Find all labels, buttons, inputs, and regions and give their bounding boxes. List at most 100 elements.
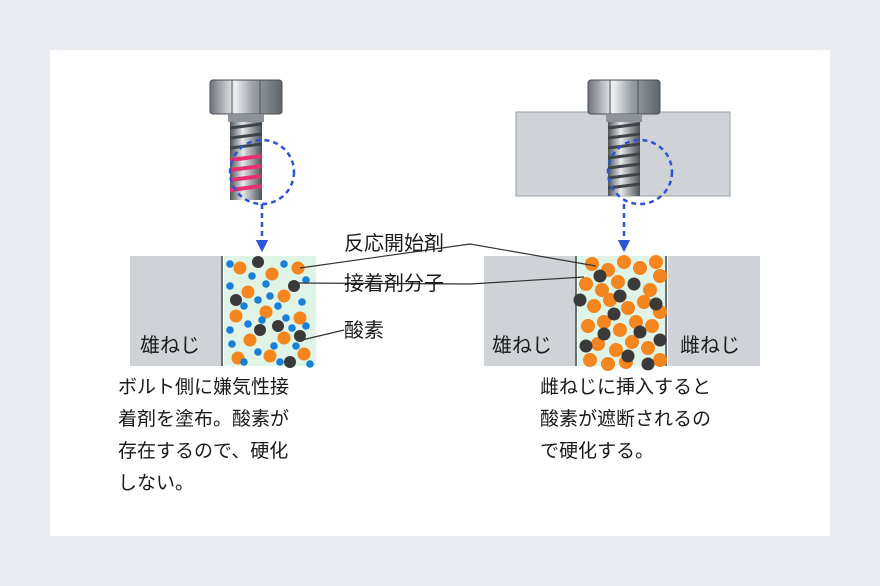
hex-bolt-icon: [587, 79, 661, 196]
initiator-particle: [243, 333, 257, 347]
initiator-particle: [637, 295, 651, 309]
initiator-particle: [621, 301, 635, 315]
adhesive-particle: [593, 269, 607, 283]
initiator-particle: [603, 293, 617, 307]
adhesive-particle: [254, 324, 266, 336]
oxygen-particle: [226, 326, 234, 334]
adhesive-particle: [633, 325, 647, 339]
right-cross-section: [484, 255, 760, 371]
adhesive-particle: [573, 293, 587, 307]
oxygen-particle: [262, 280, 270, 288]
adhesive-particle: [613, 289, 627, 303]
oxygen-particle: [248, 272, 256, 280]
adhesive-particle: [597, 327, 611, 341]
initiator-particle: [649, 255, 663, 269]
caption-left: ボルト側に嫌気性接 着剤を塗布。酸素が 存在するので、硬化 しない。: [118, 376, 290, 494]
initiator-particle: [241, 285, 255, 299]
initiator-particle: [579, 277, 593, 291]
oxygen-particle: [298, 298, 306, 306]
oxygen-particle: [254, 296, 262, 304]
initiator-particle: [277, 289, 291, 303]
left-cross-section: [130, 256, 316, 368]
initiator-particle: [265, 267, 279, 281]
initiator-particle: [653, 353, 667, 367]
adhesive-particle: [252, 256, 264, 268]
oxygen-particle: [254, 348, 262, 356]
oxygen-particle: [266, 292, 274, 300]
male-thread-plate-left: [130, 256, 222, 366]
magnify-circle: [606, 138, 674, 206]
initiator-particle: [229, 309, 243, 323]
adhesive-particle: [272, 320, 284, 332]
oxygen-particle: [258, 316, 266, 324]
oxygen-particle: [240, 358, 248, 366]
initiator-particle: [291, 261, 305, 275]
initiator-particle: [595, 283, 609, 297]
caption-right: 雌ねじに挿入すると 酸素が遮断されるの で硬化する。: [540, 376, 712, 462]
oxygen-particle: [270, 342, 278, 350]
initiator-particle: [617, 255, 631, 269]
initiator-particle: [581, 319, 595, 333]
label-reaction-initiator: 反応開始剤: [344, 231, 444, 255]
oxygen-particle: [302, 322, 310, 330]
adhesive-particle: [288, 280, 300, 292]
leader-lines: [295, 243, 597, 341]
adhesive-particle: [641, 357, 655, 371]
initiator-particle: [259, 305, 273, 319]
oxygen-particle: [288, 324, 296, 332]
initiator-particle: [597, 315, 611, 329]
oxygen-particle: [244, 320, 252, 328]
oxygen-particle: [280, 260, 288, 268]
adhesive-particle: [621, 349, 635, 363]
oxygen-particle: [292, 342, 300, 350]
right-bolt: [515, 79, 731, 253]
label-male-thread-left: 雄ねじ: [140, 333, 200, 357]
adhesive-particle: [294, 330, 306, 342]
magnify-circle: [228, 138, 296, 206]
initiator-particle: [625, 335, 639, 349]
oxygen-particle: [226, 282, 234, 290]
oxygen-particle: [274, 302, 282, 310]
hex-bolt-icon: [209, 79, 283, 200]
oxygen-particle: [302, 276, 310, 284]
initiator-particle: [585, 257, 599, 271]
female-thread-plate-right: [668, 256, 760, 366]
adhesive-particle: [627, 277, 641, 291]
oxygen-particle: [282, 314, 290, 322]
label-male-thread-right: 雄ねじ: [492, 333, 552, 357]
initiator-particle: [609, 343, 623, 357]
label-adhesive-molecule: 接着剤分子: [344, 271, 444, 295]
adhesive-particle: [579, 339, 593, 353]
adhesive-particle: [230, 294, 242, 306]
initiator-particle: [587, 299, 601, 313]
initiator-particle: [263, 349, 277, 363]
oxygen-particle: [306, 360, 314, 368]
initiator-particle: [645, 319, 659, 333]
male-thread-plate-right: [484, 256, 576, 366]
initiator-particle: [583, 353, 597, 367]
initiator-particle: [641, 341, 655, 355]
oxygen-particle: [226, 260, 234, 268]
label-female-thread-right: 雌ねじ: [680, 333, 740, 357]
oxygen-particle: [276, 358, 284, 366]
label-oxygen: 酸素: [344, 318, 384, 342]
oxygen-particle: [240, 302, 248, 310]
adhesive-particle: [284, 356, 296, 368]
initiator-particle: [611, 275, 625, 289]
right-particles: [573, 255, 667, 371]
initiator-particle: [233, 261, 247, 275]
initiator-particle: [633, 261, 647, 275]
initiator-particle: [601, 357, 615, 371]
adhesive-particle: [607, 307, 621, 321]
initiator-particle: [293, 311, 307, 325]
initiator-particle: [613, 323, 627, 337]
initiator-particle: [653, 269, 667, 283]
oxygen-particle: [228, 340, 236, 348]
adhesive-particle: [649, 297, 663, 311]
initiator-particle: [643, 283, 657, 297]
left-bolt: [209, 79, 296, 253]
adhesive-particle: [653, 333, 667, 347]
initiator-particle: [591, 337, 605, 351]
